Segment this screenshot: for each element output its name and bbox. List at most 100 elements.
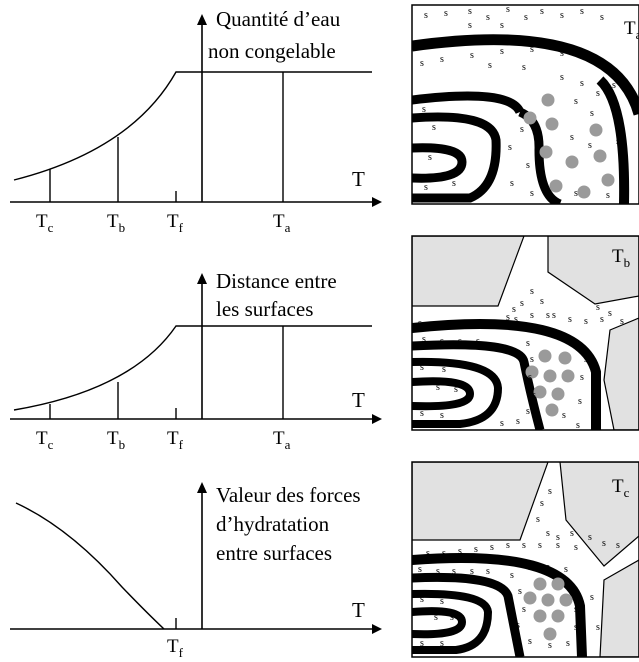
y-axis-arrow bbox=[197, 14, 207, 25]
particle bbox=[538, 349, 552, 363]
solute-mark: s bbox=[424, 10, 428, 21]
solute-mark: s bbox=[580, 6, 584, 17]
particle bbox=[601, 173, 615, 187]
tick-label-ta: Ta bbox=[273, 211, 291, 235]
solute-mark: s bbox=[540, 296, 544, 307]
particle bbox=[533, 609, 547, 623]
solute-mark: s bbox=[536, 514, 540, 525]
solute-mark: s bbox=[560, 72, 564, 83]
y-axis-label-line-2: d’hydratation bbox=[216, 512, 330, 536]
particle bbox=[565, 155, 579, 169]
x-axis-label: T bbox=[352, 388, 365, 412]
solute-mark: s bbox=[508, 142, 512, 153]
solute-mark: s bbox=[422, 104, 426, 115]
solute-mark: s bbox=[540, 498, 544, 509]
solute-mark: s bbox=[482, 318, 486, 329]
solute-mark: s bbox=[604, 58, 608, 69]
solute-mark: s bbox=[452, 566, 456, 577]
solute-mark: s bbox=[470, 50, 474, 61]
particle bbox=[561, 369, 575, 383]
solute-mark: s bbox=[548, 486, 552, 497]
solute-mark: s bbox=[486, 12, 490, 23]
ice-crystal bbox=[412, 236, 525, 307]
tick-label-tf: Tf bbox=[167, 636, 184, 660]
solute-mark: s bbox=[596, 88, 600, 99]
solute-mark: s bbox=[560, 48, 564, 59]
solute-mark: s bbox=[516, 620, 520, 631]
curve bbox=[15, 502, 165, 630]
solute-mark: s bbox=[574, 96, 578, 107]
solute-mark: s bbox=[556, 532, 560, 543]
solute-mark: s bbox=[522, 604, 526, 615]
solute-mark: s bbox=[532, 390, 536, 401]
solute-mark: s bbox=[530, 286, 534, 297]
solute-mark: s bbox=[612, 80, 616, 91]
ice-crystal bbox=[547, 236, 639, 305]
solute-mark: s bbox=[590, 108, 594, 119]
solute-mark: s bbox=[420, 58, 424, 69]
state-label-ta: Ta bbox=[624, 18, 639, 42]
solute-mark: s bbox=[506, 540, 510, 551]
particle bbox=[589, 123, 603, 137]
solute-mark: s bbox=[526, 160, 530, 171]
solute-mark: s bbox=[418, 318, 422, 329]
solute-mark: s bbox=[596, 622, 600, 633]
solute-mark: s bbox=[520, 298, 524, 309]
solute-mark: s bbox=[458, 546, 462, 557]
solute-mark: s bbox=[474, 544, 478, 555]
solute-mark: s bbox=[586, 52, 590, 63]
solute-mark: s bbox=[486, 566, 490, 577]
solute-mark: s bbox=[510, 178, 514, 189]
solute-mark: s bbox=[522, 62, 526, 73]
solute-mark: s bbox=[516, 416, 520, 427]
solute-mark: s bbox=[566, 638, 570, 649]
y-axis-arrow bbox=[197, 482, 207, 493]
solute-mark: s bbox=[564, 564, 568, 575]
solute-mark: s bbox=[520, 124, 524, 135]
solute-mark: s bbox=[584, 354, 588, 365]
solute-mark: s bbox=[528, 636, 532, 647]
particle bbox=[551, 387, 565, 401]
x-axis-arrow bbox=[372, 624, 382, 634]
solute-mark: s bbox=[434, 318, 438, 329]
solute-mark: s bbox=[510, 570, 514, 581]
solute-mark: s bbox=[420, 594, 424, 605]
solute-mark: s bbox=[454, 384, 458, 395]
particle bbox=[523, 591, 537, 605]
solute-mark: s bbox=[540, 6, 544, 17]
solute-mark: s bbox=[572, 336, 576, 347]
solute-mark: s bbox=[512, 304, 516, 315]
solute-mark: s bbox=[616, 540, 620, 551]
solute-mark: s bbox=[596, 302, 600, 313]
solute-mark: s bbox=[420, 638, 424, 649]
solute-mark: s bbox=[440, 54, 444, 65]
solute-mark: s bbox=[614, 112, 618, 123]
tick-label-tb: Tb bbox=[107, 211, 125, 235]
solute-mark: s bbox=[568, 314, 572, 325]
solute-mark: s bbox=[530, 188, 534, 199]
solute-mark: s bbox=[580, 372, 584, 383]
solute-mark: s bbox=[526, 406, 530, 417]
solute-mark: s bbox=[580, 78, 584, 89]
graph-panel-2: Distance entre les surfaces T Tc Tb Tf T… bbox=[10, 269, 382, 452]
x-axis-label: T bbox=[352, 598, 365, 622]
solute-mark: s bbox=[530, 310, 534, 321]
solute-mark: s bbox=[606, 190, 610, 201]
y-axis-label-line-2: non congelable bbox=[208, 39, 336, 63]
solute-mark: s bbox=[424, 182, 428, 193]
solute-mark: s bbox=[476, 336, 480, 347]
solute-mark: s bbox=[600, 12, 604, 23]
solute-mark: s bbox=[522, 540, 526, 551]
solute-mark: s bbox=[588, 140, 592, 151]
solute-mark: s bbox=[528, 562, 532, 573]
solute-mark: s bbox=[588, 532, 592, 543]
solute-mark: s bbox=[442, 548, 446, 559]
state-label-tc: Tc bbox=[612, 476, 630, 500]
solute-mark: s bbox=[574, 604, 578, 615]
solute-mark: s bbox=[530, 354, 534, 365]
solute-mark: s bbox=[488, 60, 492, 71]
